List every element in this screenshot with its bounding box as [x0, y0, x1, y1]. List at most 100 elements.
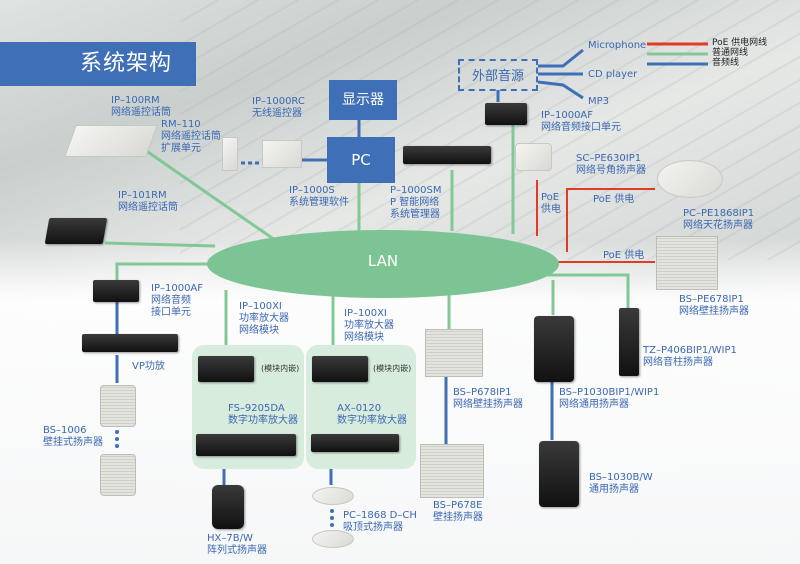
desc: 功率放大器 [344, 320, 394, 331]
model: BS–PE678IP1 [679, 294, 744, 305]
embed-label-a: (模块内嵌) [261, 364, 300, 373]
model: IP–1000AF [151, 283, 204, 294]
bs1006-device-2 [100, 454, 136, 496]
desc: 网络遥控话筒 [161, 131, 221, 142]
dot [330, 509, 334, 513]
desc: 吸顶式扬声器 [343, 522, 403, 533]
bsp1030-device [534, 316, 574, 382]
model: PC–PE1868IP1 [683, 208, 755, 219]
desc: 扩展单元 [161, 143, 201, 154]
desc: 系统管理软件 [289, 197, 349, 208]
lan-hub [207, 230, 559, 298]
title-banner [0, 42, 196, 86]
ip1000rc-remote-device [222, 137, 238, 171]
ip1000sm-device [403, 146, 491, 164]
desc: 通用扬声器 [589, 484, 639, 495]
ip1000rc-receiver-device [262, 140, 302, 168]
model: IP–100XI [239, 301, 282, 312]
model: IP–100RM [111, 95, 160, 106]
ip101rm-device [44, 218, 108, 244]
desc: 网络遥控话筒 [111, 107, 171, 118]
ceiling-speaker-device [657, 160, 723, 198]
source-mp3: MP3 [588, 96, 610, 107]
legend-network-label: 普通网线 [712, 48, 749, 58]
desc: 无线遥控器 [252, 108, 302, 119]
bs1030-device [539, 441, 579, 507]
model: IP–1000AF [541, 110, 594, 121]
desc: 网络通用扬声器 [559, 399, 629, 410]
dot [115, 437, 119, 441]
desc: 阵列式扬声器 [207, 545, 267, 556]
model: AX–0120 [337, 403, 382, 414]
model: IP–1000S [289, 185, 335, 196]
bsp678e-device [420, 444, 484, 498]
desc: 网络遥控话筒 [118, 202, 178, 213]
pc1868-device-1 [312, 487, 354, 505]
vp-amp-label: VP功放 [132, 361, 165, 372]
model: P–1000SM [390, 185, 442, 196]
desc: 网络壁挂扬声器 [679, 306, 749, 317]
model: BS–1006 [43, 425, 87, 436]
model: TZ–P406BIP1/WIP1 [643, 345, 737, 356]
ip100xi-a-device [198, 356, 254, 382]
desc: 网络模块 [344, 332, 384, 343]
dot [115, 430, 119, 434]
dot [115, 444, 119, 448]
bspe678-device [656, 236, 718, 290]
bsp678ip1-device [425, 329, 483, 377]
hx7bw-device [212, 485, 244, 529]
vp-amp-device [82, 334, 178, 352]
model: BS–P678E [433, 500, 483, 511]
dot [330, 516, 334, 520]
pc-box: PC [327, 137, 395, 183]
model: IP–1000RC [252, 96, 305, 107]
legend-audio-label: 音频线 [712, 58, 740, 68]
embed-label-b: (模块内嵌) [373, 364, 412, 373]
model: PC–1868 D–CH [343, 510, 417, 521]
source-cd-player: CD player [588, 69, 638, 80]
model: IP–101RM [118, 190, 167, 201]
desc: 接口单元 [151, 307, 191, 318]
source-microphone: Microphone [588, 40, 647, 51]
display-box: 显示器 [329, 80, 397, 120]
desc: 系统管理器 [390, 209, 440, 220]
bs1006-device-1 [100, 385, 136, 427]
desc: 壁挂扬声器 [433, 512, 483, 523]
pc1868-device-2 [312, 530, 354, 548]
desc: 网络模块 [239, 325, 279, 336]
model: BS–1030B/W [589, 472, 653, 483]
wire-tz [533, 273, 630, 308]
poe-text: 供电 [541, 204, 561, 215]
model: IP–100XI [344, 308, 387, 319]
model: RM–110 [161, 119, 201, 130]
desc: 网络音频接口单元 [541, 122, 621, 133]
model: FS–9205DA [228, 403, 285, 414]
desc: 数字功率放大器 [337, 415, 407, 426]
desc: 数字功率放大器 [228, 415, 298, 426]
desc: P 智能网络 [390, 197, 440, 208]
poe-text: PoE [541, 192, 560, 203]
external-source-box: 外部音源 [458, 59, 538, 91]
desc: 网络壁挂扬声器 [453, 399, 523, 410]
desc: 网络音柱扬声器 [643, 357, 713, 368]
